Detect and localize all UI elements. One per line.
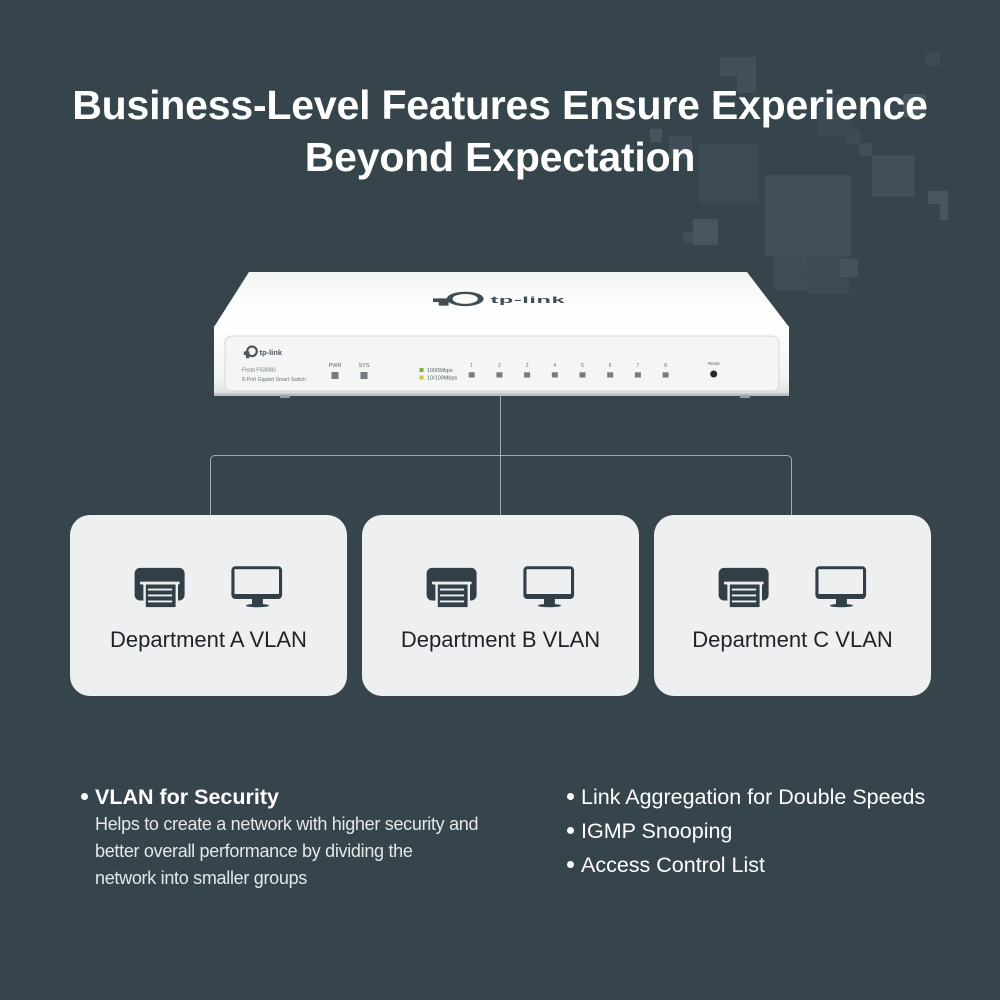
svg-text:8: 8 [664, 363, 667, 369]
svg-text:PWR: PWR [329, 363, 342, 369]
svg-text:tp-link: tp-link [260, 348, 283, 357]
svg-text:SYS: SYS [358, 363, 369, 369]
svg-text:6: 6 [609, 363, 612, 369]
svg-text:3: 3 [526, 363, 529, 369]
svg-text:5: 5 [581, 363, 584, 369]
svg-text:1: 1 [470, 363, 473, 369]
svg-text:7: 7 [637, 363, 640, 369]
svg-text:4: 4 [553, 363, 556, 369]
svg-text:tp-link: tp-link [491, 295, 566, 305]
svg-text:10/100Mbps: 10/100Mbps [427, 376, 458, 382]
svg-text:8-Port Gigabit Smart Switch: 8-Port Gigabit Smart Switch [242, 377, 306, 383]
svg-text:1000Mbps: 1000Mbps [427, 368, 453, 374]
svg-text:Reset: Reset [708, 361, 721, 366]
svg-text:Festa FS308G: Festa FS308G [242, 368, 276, 374]
svg-text:2: 2 [498, 363, 501, 369]
